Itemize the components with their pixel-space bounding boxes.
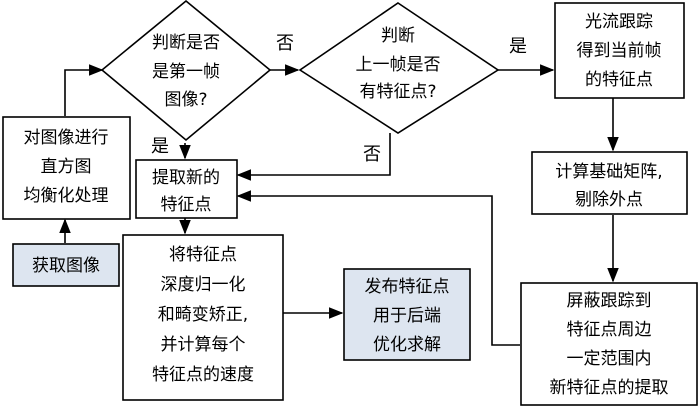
edge-histogram-to-first-frame <box>64 64 104 116</box>
label-no-prev: 否 <box>363 144 381 165</box>
node-histogram-line-3: 均衡化处理 <box>24 186 109 206</box>
node-acquire-image: 获取图像 <box>12 243 120 287</box>
decision-first-line-1: 判断是否 <box>152 33 220 53</box>
decision-is-first-frame: 判断是否 是第一帧 图像? <box>100 0 272 142</box>
node-extract-line-2: 特征点 <box>161 195 212 215</box>
node-flow-line-1: 光流跟踪 <box>585 12 653 32</box>
node-histogram-line-2: 直方图 <box>41 157 92 177</box>
node-normalize-line-5: 特征点的速度 <box>152 365 254 385</box>
node-flow-line-2: 得到当前帧 <box>577 41 662 61</box>
node-mask-tracked: 屏蔽跟踪到 特征点周边 一定范围内 新特征点的提取 <box>520 282 698 406</box>
decision-first-line-2: 是第一帧 <box>152 62 220 82</box>
node-normalize: 将特征点 深度归一化 和畸变矫正, 并计算每个 特征点的速度 <box>122 234 284 401</box>
node-mask-line-2: 特征点周边 <box>567 320 652 340</box>
node-extract-new: 提取新的 特征点 <box>135 159 238 219</box>
node-extract-line-1: 提取新的 <box>152 168 220 188</box>
decision-prev-line-1: 判断 <box>381 26 415 46</box>
edge-mask-to-extract <box>236 190 520 346</box>
node-normalize-line-2: 深度归一化 <box>161 275 246 295</box>
label-no-first: 否 <box>276 33 294 54</box>
node-publish: 发布特征点 用于后端 优化求解 <box>343 268 471 361</box>
node-normalize-line-3: 和畸变矫正, <box>158 305 248 325</box>
node-optical-flow: 光流跟踪 得到当前帧 的特征点 <box>554 2 685 99</box>
decision-first-line-3: 图像? <box>164 90 207 110</box>
node-matrix-line-1: 计算基础矩阵, <box>555 162 662 182</box>
node-normalize-line-4: 并计算每个 <box>161 335 246 355</box>
edge-prev-no-to-extract <box>236 133 391 181</box>
label-yes-prev: 是 <box>509 36 527 57</box>
node-flow-line-3: 的特征点 <box>585 70 653 90</box>
node-histogram-equalization: 对图像进行 直方图 均衡化处理 <box>2 116 131 220</box>
decision-prev-has-features: 判断 上一帧是否 有特征点? <box>298 2 500 134</box>
decision-prev-line-2: 上一帧是否 <box>356 55 441 75</box>
node-mask-line-3: 一定范围内 <box>567 349 652 369</box>
node-mask-line-1: 屏蔽跟踪到 <box>567 291 652 311</box>
decision-prev-line-3: 有特征点? <box>359 82 436 102</box>
node-histogram-line-1: 对图像进行 <box>24 128 109 148</box>
node-mask-line-4: 新特征点的提取 <box>550 378 669 398</box>
node-publish-line-3: 优化求解 <box>373 335 441 355</box>
node-fundamental-matrix: 计算基础矩阵, 剔除外点 <box>531 151 688 215</box>
node-publish-line-2: 用于后端 <box>373 306 441 326</box>
node-matrix-line-2: 剔除外点 <box>575 190 643 210</box>
label-yes-first: 是 <box>151 136 169 157</box>
node-publish-line-1: 发布特征点 <box>365 277 450 297</box>
node-normalize-line-1: 将特征点 <box>169 245 237 265</box>
node-acquire-image-text: 获取图像 <box>32 256 100 276</box>
